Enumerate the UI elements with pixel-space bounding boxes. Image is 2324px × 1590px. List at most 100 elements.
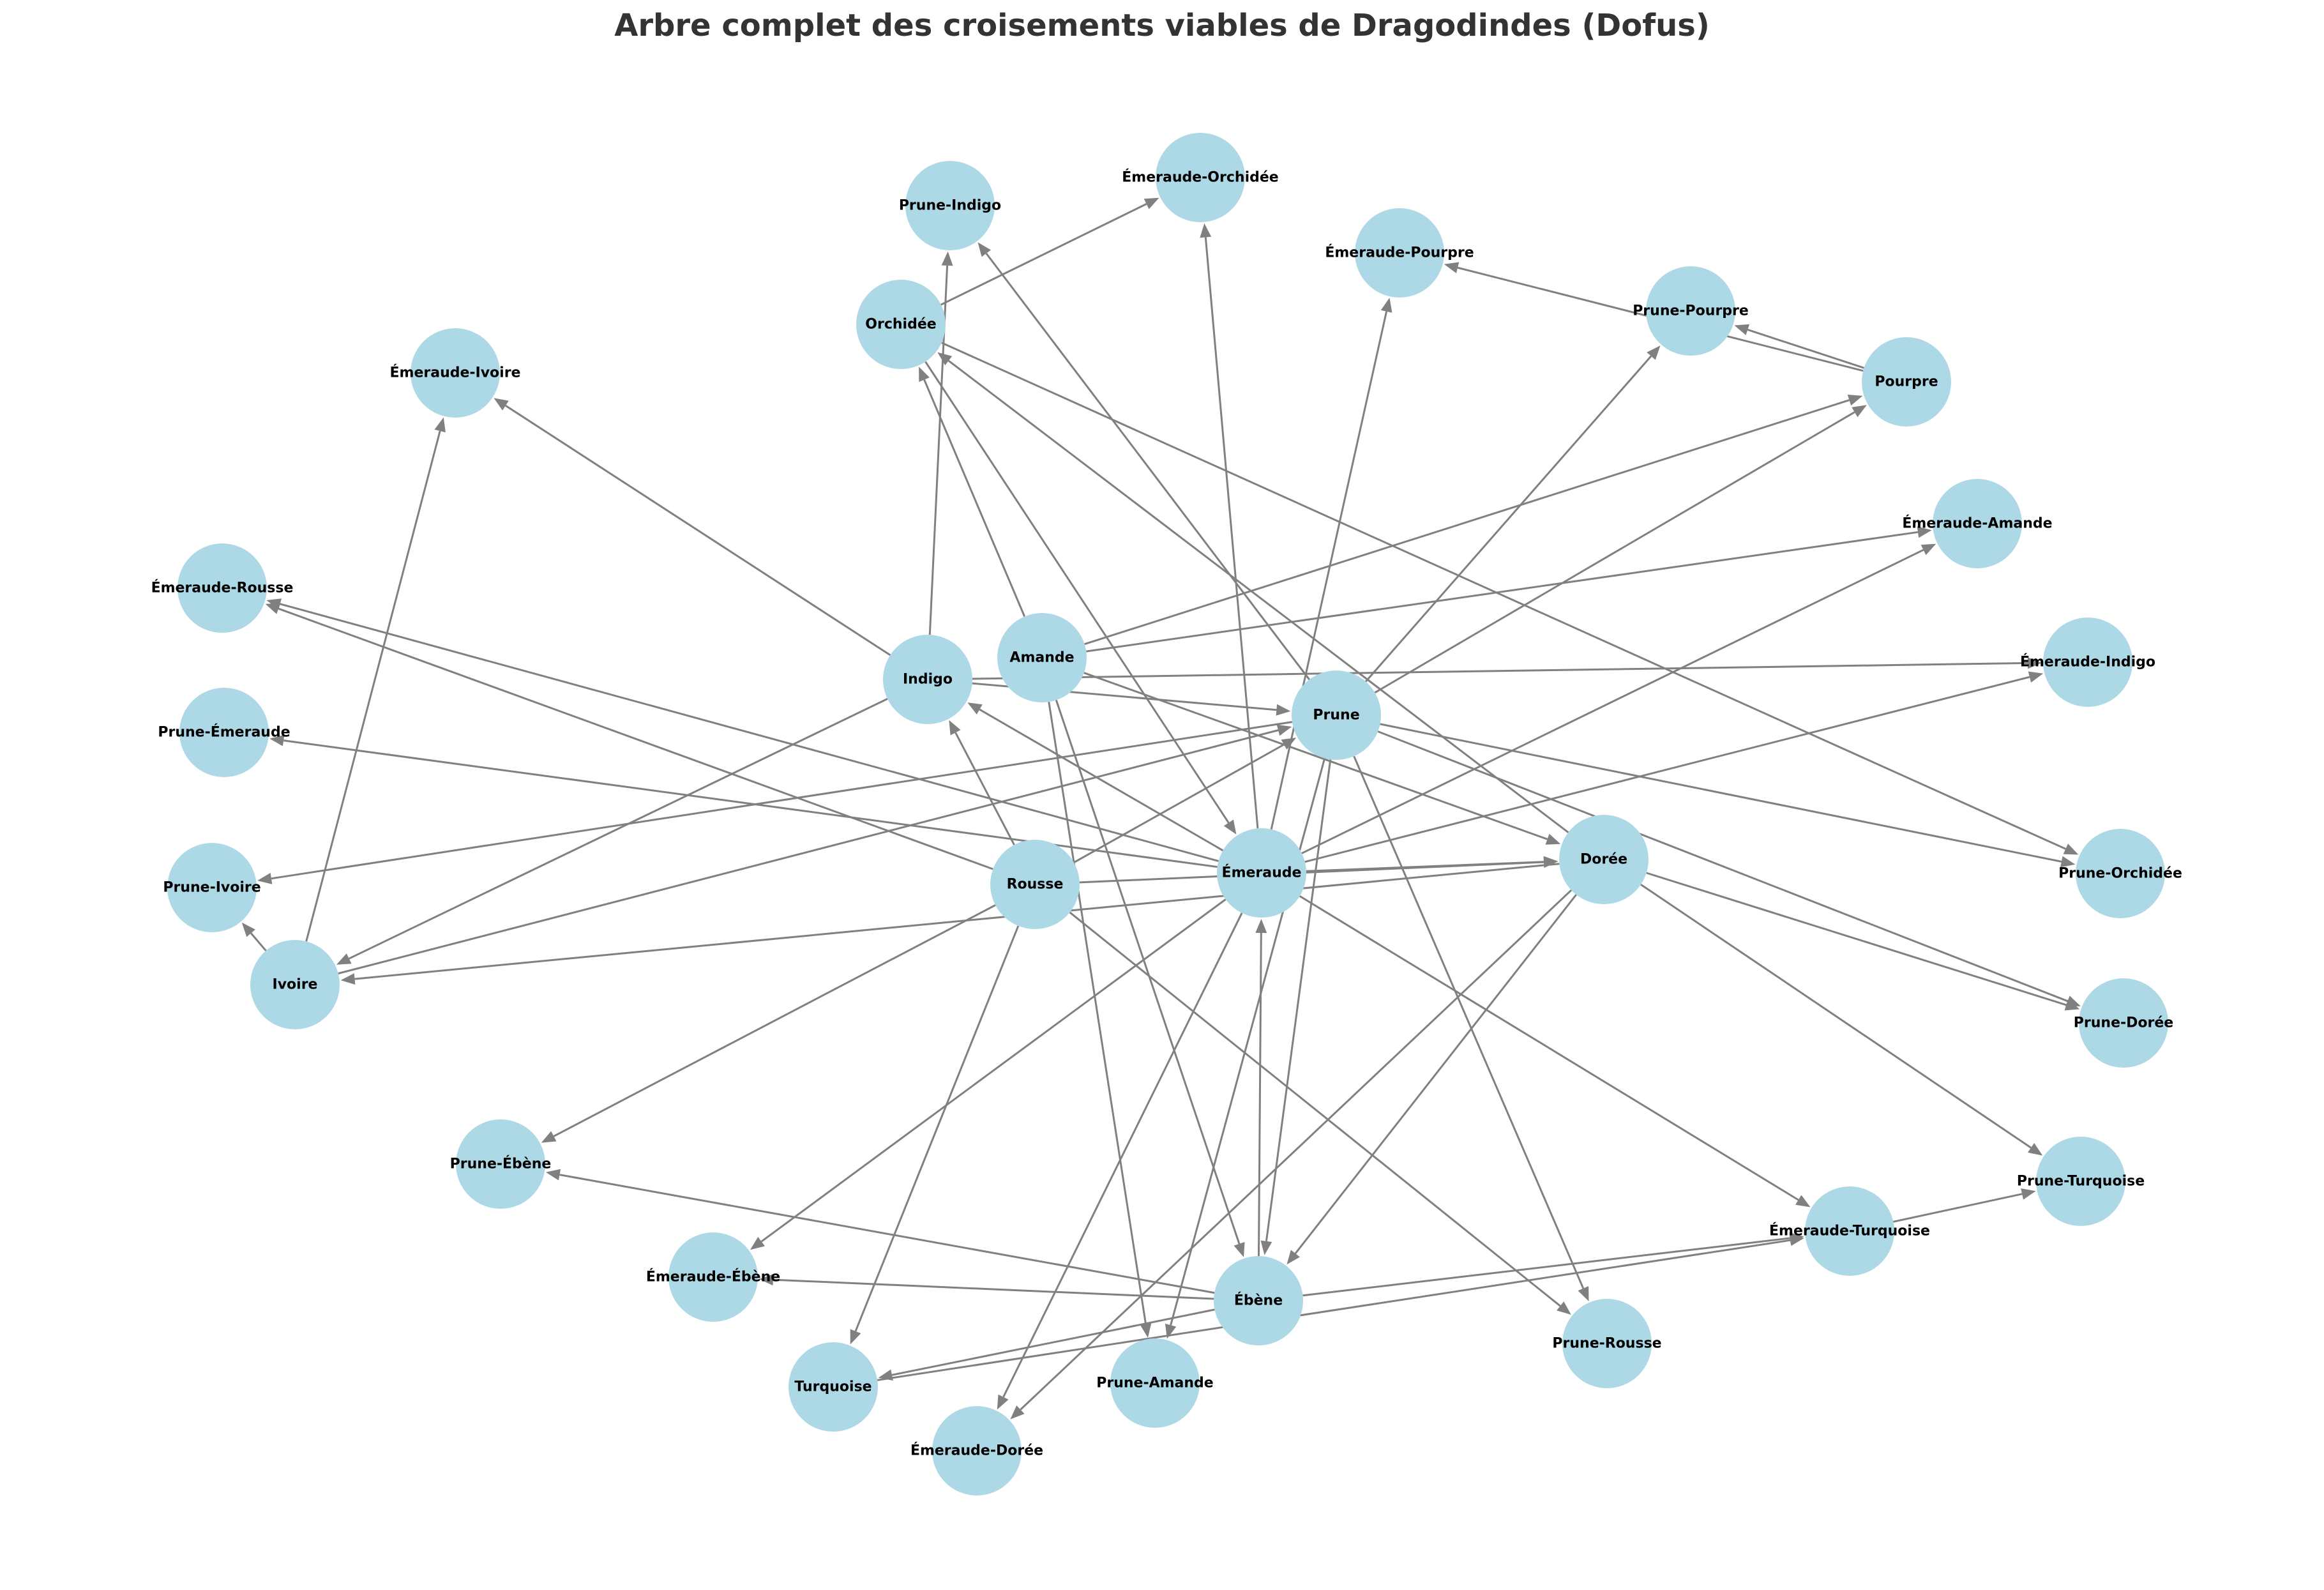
edge-line — [923, 379, 1026, 617]
edge-arrowhead — [241, 922, 255, 937]
node-circle — [1355, 208, 1444, 298]
edge-ivoire-to-prune-ivoire — [241, 922, 267, 951]
edge-arrowhead — [2063, 844, 2079, 855]
edge-arrowhead — [265, 603, 281, 614]
node-label: Émeraude-Pourpre — [1325, 245, 1474, 261]
edge-arrowhead — [1281, 738, 1297, 750]
edge-prune-to-prune-pourpre — [1364, 345, 1661, 683]
edge-line — [891, 1308, 1215, 1376]
node-label: Émeraude-Dorée — [910, 1442, 1043, 1459]
edge-prune-to-prune-orchidee — [1380, 723, 2076, 868]
edge-emeraude-turquoise-to-prune-turquoise — [1893, 1188, 2036, 1223]
node-label: Orchidée — [865, 317, 936, 333]
edge-line — [1353, 755, 1585, 1289]
node-emeraude-amande: Émeraude-Amande — [1902, 479, 2053, 568]
node-circle — [1217, 828, 1306, 918]
edge-prune-to-prune-rousse — [1353, 755, 1589, 1301]
edges-layer — [241, 197, 2081, 1420]
node-emeraude: Émeraude — [1217, 828, 1306, 918]
nodes-layer: ÉmeraudePruneAmandeIndigoRousseDoréeÉbèn… — [151, 133, 2182, 1495]
edge-line — [1374, 411, 1855, 693]
edge-doree-to-ebene — [1286, 894, 1577, 1265]
edge-arrowhead — [494, 398, 509, 411]
edge-arrowhead — [1260, 1240, 1272, 1255]
diagram-title: Arbre complet des croisements viables de… — [614, 8, 1710, 43]
edge-arrowhead — [269, 734, 285, 746]
node-circle — [1805, 1186, 1894, 1276]
edge-line — [947, 360, 1569, 833]
edge-line — [985, 252, 1310, 681]
node-circle — [932, 1406, 1022, 1495]
edge-line — [1048, 701, 1147, 1324]
edge-emeraude-to-emeraude-amande — [1301, 543, 1936, 854]
edge-arrowhead — [1852, 405, 1867, 418]
edge-arrowhead — [997, 1394, 1009, 1410]
node-circle — [1214, 1256, 1303, 1345]
edge-line — [1079, 861, 1544, 884]
edge-arrowhead — [1545, 833, 1561, 845]
edge-emeraude-to-emeraude-indigo — [1304, 671, 2044, 863]
edge-doree-to-prune-doree — [1646, 872, 2080, 1011]
edge-arrowhead — [2064, 999, 2080, 1011]
edge-line — [1265, 759, 1332, 1241]
node-label: Dorée — [1580, 852, 1627, 868]
node-circle — [456, 1119, 545, 1209]
node-label: Prune-Ébène — [450, 1156, 552, 1172]
edge-indigo-to-ivoire — [336, 698, 888, 965]
node-emeraude-orchidee: Émeraude-Orchidée — [1122, 133, 1279, 222]
edge-line — [1084, 399, 1850, 646]
edge-line — [1002, 912, 1243, 1398]
edge-rousse-to-prune-ebene — [541, 904, 996, 1143]
edge-arrowhead — [941, 251, 953, 266]
edge-line — [1086, 531, 1919, 653]
edge-arrowhead — [1734, 324, 1750, 335]
edge-ebene-to-emeraude-ebene — [758, 1274, 1214, 1300]
edge-indigo-to-emeraude-ivoire — [494, 398, 891, 656]
edge-prune-to-prune-ivoire — [257, 721, 1293, 884]
edge-line — [354, 863, 1560, 980]
edge-arrowhead — [1647, 345, 1661, 360]
node-label: Prune-Rousse — [1552, 1336, 1661, 1352]
node-turquoise: Turquoise — [788, 1342, 878, 1432]
edge-arrowhead — [541, 1131, 557, 1143]
edge-emeraude-to-emeraude-ebene — [750, 898, 1226, 1250]
node-circle — [179, 688, 269, 777]
node-label: Émeraude-Turquoise — [1769, 1223, 1930, 1239]
edge-arrowhead — [1557, 1301, 1571, 1315]
node-label: Ébène — [1234, 1292, 1283, 1309]
node-label: Prune-Turquoise — [2017, 1174, 2145, 1190]
edge-ebene-to-emeraude-turquoise — [1302, 1232, 1804, 1297]
edge-line — [271, 721, 1293, 880]
edge-line — [283, 739, 1218, 868]
node-circle — [856, 280, 946, 369]
node-emeraude-ebene: Émeraude-Ébène — [646, 1232, 780, 1322]
edge-line — [1083, 672, 1548, 840]
edge-arrowhead — [1920, 543, 1936, 556]
edge-line — [1302, 1237, 1790, 1297]
edge-rousse-to-doree — [1079, 856, 1558, 884]
edge-line — [954, 732, 1015, 845]
edge-doree-to-emeraude-doree — [1010, 889, 1573, 1420]
edge-rousse-to-indigo — [949, 720, 1015, 845]
edge-arrowhead — [1234, 1242, 1245, 1257]
edge-arrowhead — [1276, 704, 1291, 716]
edge-orchidee-to-emeraude-orchidee — [940, 197, 1159, 306]
node-circle — [1862, 337, 1951, 427]
edge-arrowhead — [1010, 1405, 1025, 1420]
node-label: Prune-Dorée — [2074, 1015, 2173, 1031]
node-circle — [1933, 479, 2022, 568]
edge-arrowhead — [977, 242, 991, 257]
edge-arrowhead — [2060, 856, 2076, 868]
node-circle — [250, 940, 340, 1029]
edge-line — [280, 603, 1219, 862]
node-circle — [1646, 266, 1735, 356]
edge-doree-to-orchidee — [937, 352, 1569, 833]
node-ivoire: Ivoire — [250, 940, 340, 1029]
node-label: Prune-Amande — [1096, 1375, 1213, 1391]
node-circle — [177, 543, 267, 633]
edge-arrowhead — [1200, 223, 1212, 238]
edge-orchidee-to-emeraude — [924, 361, 1237, 835]
node-prune-ivoire: Prune-Ivoire — [163, 843, 261, 932]
edge-prune-to-pourpre — [1374, 405, 1867, 693]
